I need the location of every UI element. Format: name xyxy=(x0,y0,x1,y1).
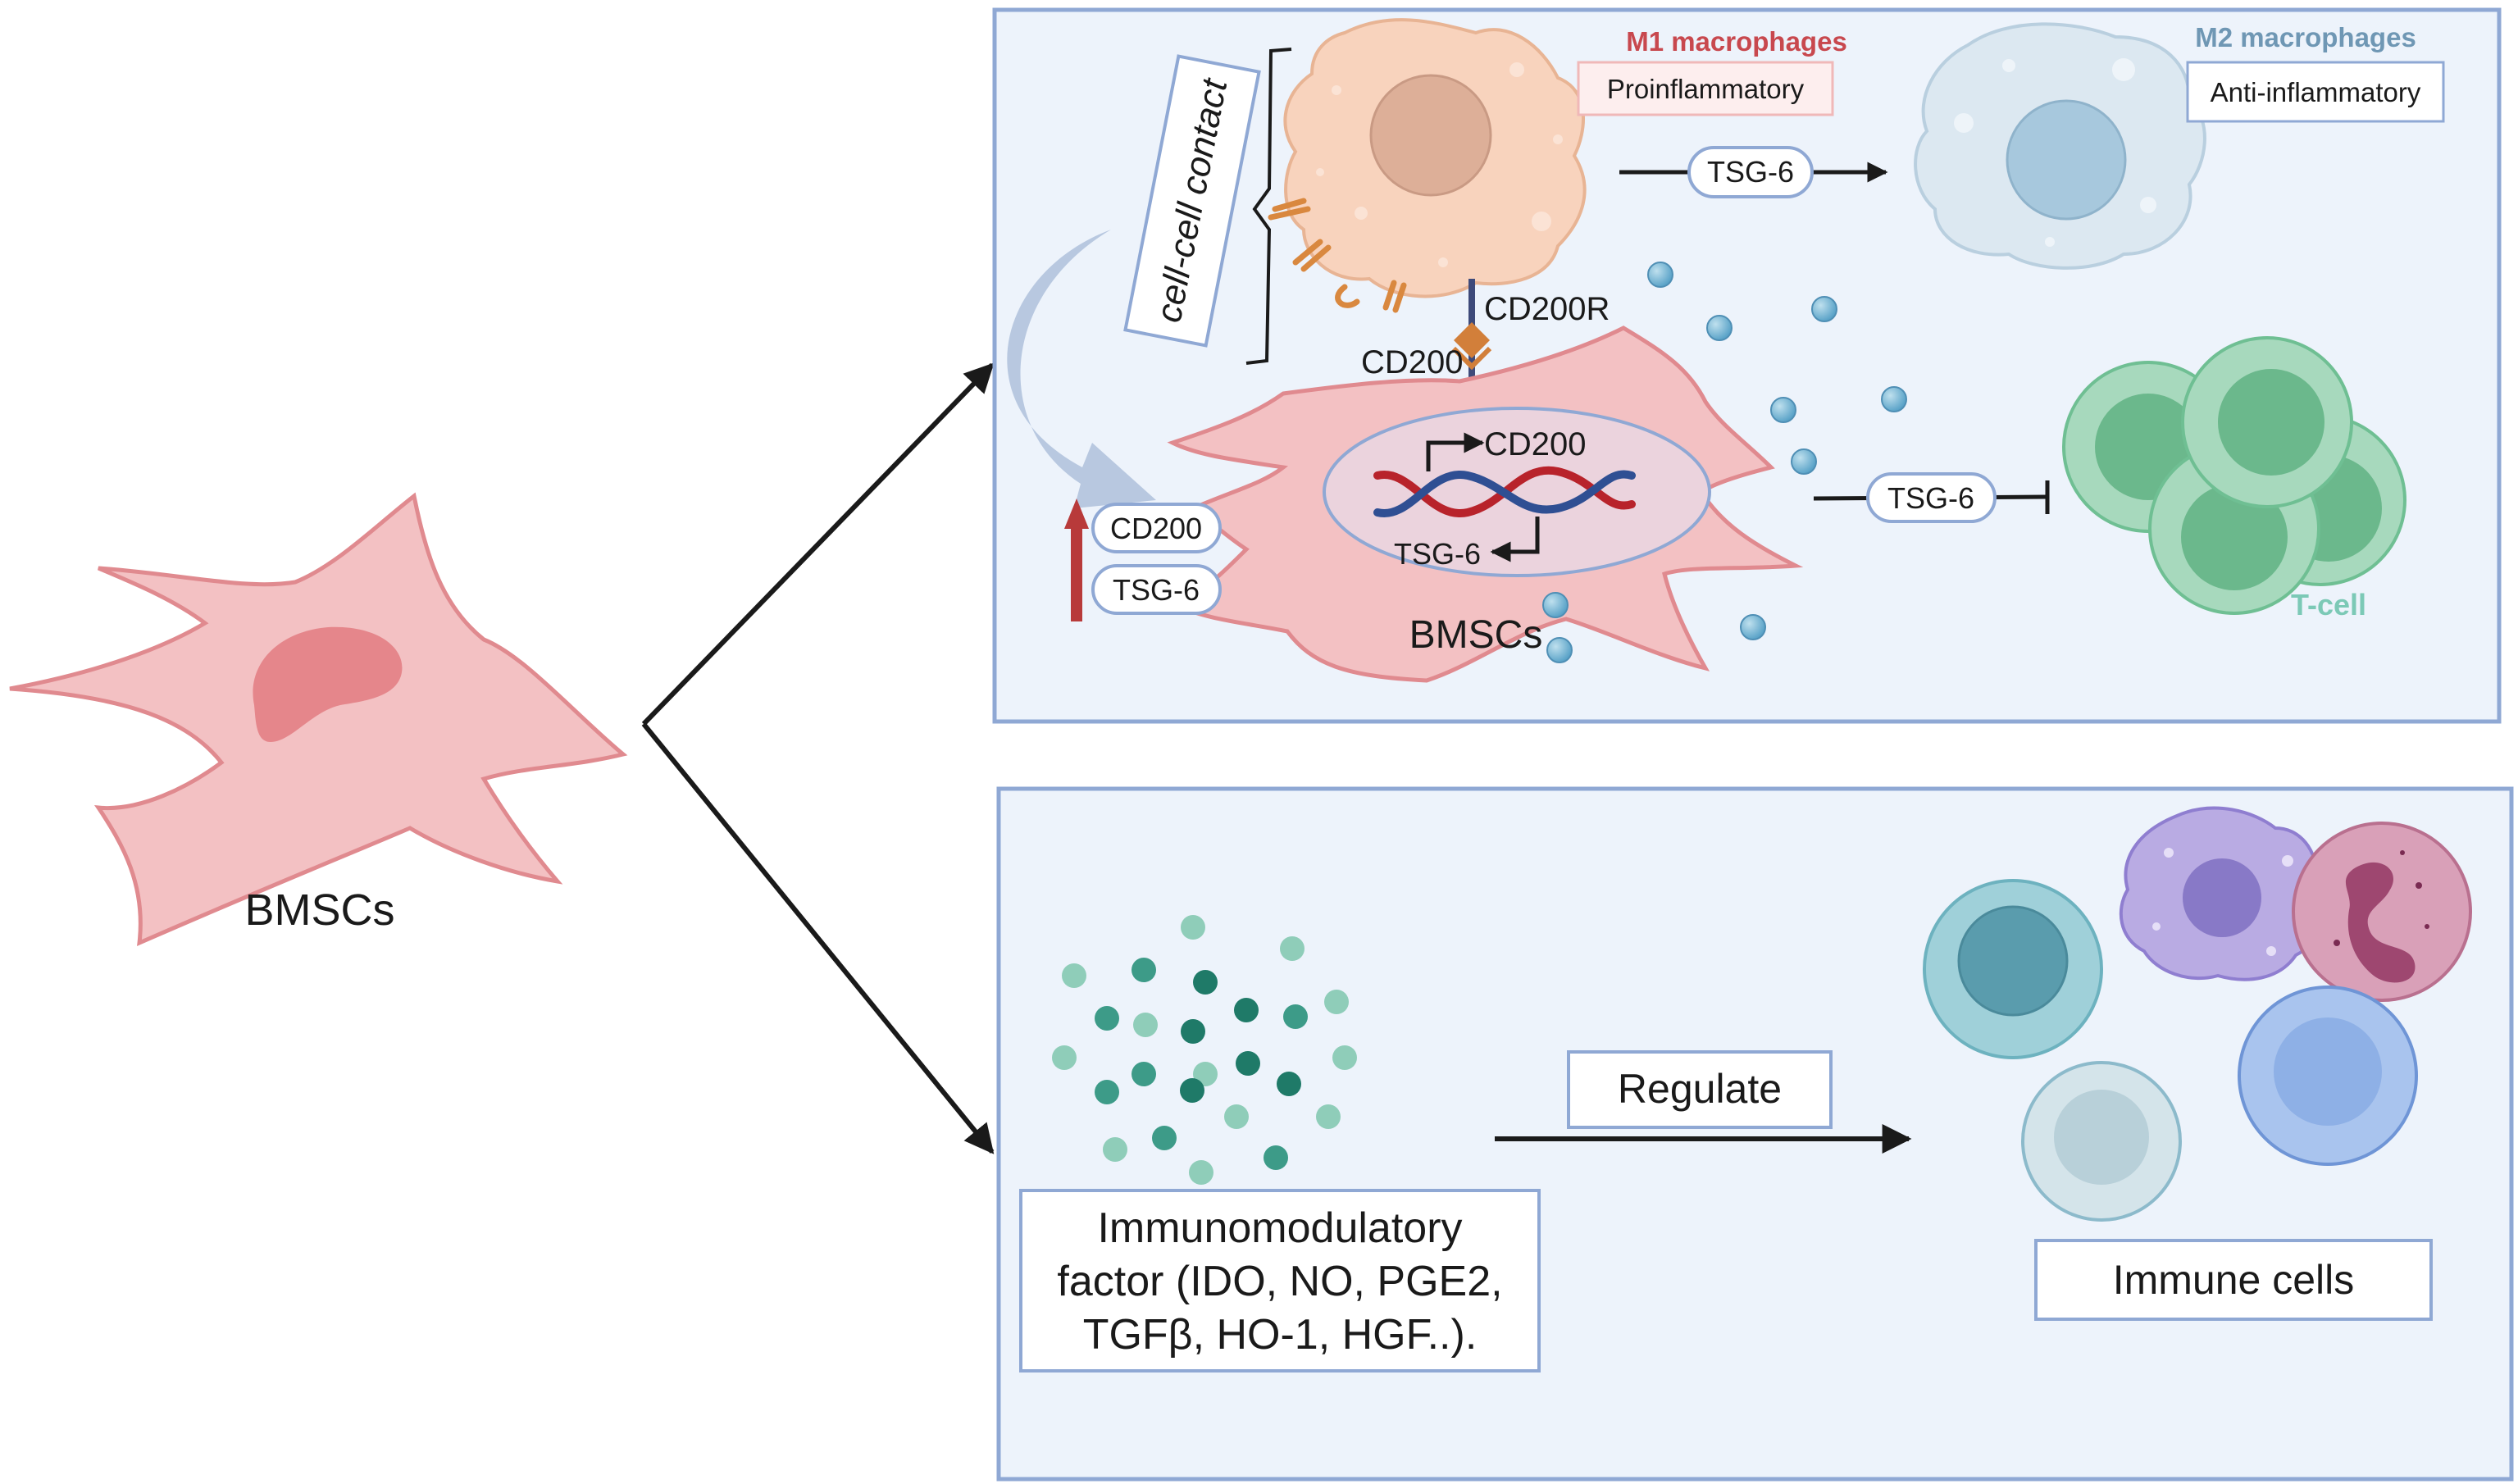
tsg6-to-m2-arrow xyxy=(1619,146,1888,198)
dna-tsg6-label: TSG-6 xyxy=(1394,537,1481,571)
contact-bracket xyxy=(1245,48,1292,365)
up-cd200-pill xyxy=(1091,503,1222,553)
secreted-particles xyxy=(1542,262,1907,663)
upregulation-arrow xyxy=(1064,498,1089,621)
transcription-arrow-cd200 xyxy=(1426,432,1485,471)
cd200r-label: CD200R xyxy=(1484,291,1610,327)
tsg6-inhibit-tcell xyxy=(1813,472,2050,523)
tsg6-to-tcell-label: TSG-6 xyxy=(1887,481,1974,515)
tcell-label: T-cell xyxy=(2291,588,2366,621)
cd200-membrane-label: CD200 xyxy=(1361,344,1464,380)
regulate-label: Regulate xyxy=(1618,1066,1782,1112)
m1-desc-box xyxy=(1577,61,1834,116)
m2-desc: Anti-inflammatory xyxy=(2211,77,2421,107)
m2-desc-box xyxy=(2186,61,2445,123)
transcription-arrow-tsg6 xyxy=(1490,517,1540,562)
m1-title: M1 macrophages xyxy=(1626,26,1847,57)
immune-cells-box xyxy=(2034,1239,2433,1321)
m2-title: M2 macrophages xyxy=(2195,22,2416,52)
cd200-receptor-complex xyxy=(1451,279,1492,395)
branch-arrows xyxy=(641,362,995,1154)
up-tsg6-pill xyxy=(1091,564,1222,615)
factor-box xyxy=(1019,1189,1541,1372)
factor-line3: TGFβ, HO-1, HGF..). xyxy=(1083,1311,1478,1359)
t-cells xyxy=(2062,336,2406,615)
regulate-box xyxy=(1567,1050,1833,1129)
central-bmsc-label: BMSCs xyxy=(1409,613,1543,657)
m1-desc: Proinflammatory xyxy=(1607,74,1805,104)
m1-receptors xyxy=(1268,198,1407,313)
factor-line2: factor (IDO, NO, PGE2, xyxy=(1057,1258,1502,1305)
m2-macrophage xyxy=(1914,22,2206,270)
tsg6-to-m2-label: TSG-6 xyxy=(1707,155,1794,189)
left-bmsc-label: BMSCs xyxy=(244,885,394,935)
dna-helix xyxy=(1373,466,1636,518)
factor-particles xyxy=(1052,915,1357,1185)
up-cd200-label: CD200 xyxy=(1110,512,1202,545)
central-bmsc-cell xyxy=(1167,325,1804,683)
up-tsg6-label: TSG-6 xyxy=(1113,573,1200,607)
immune-cells xyxy=(1923,806,2472,1222)
factor-line1: Immunomodulatory xyxy=(1097,1204,1462,1252)
dna-cd200-label: CD200 xyxy=(1484,426,1587,462)
m1-macrophage xyxy=(1283,18,1587,298)
immune-cells-label: Immune cells xyxy=(2113,1257,2355,1303)
left-bmsc-cell xyxy=(9,492,628,947)
